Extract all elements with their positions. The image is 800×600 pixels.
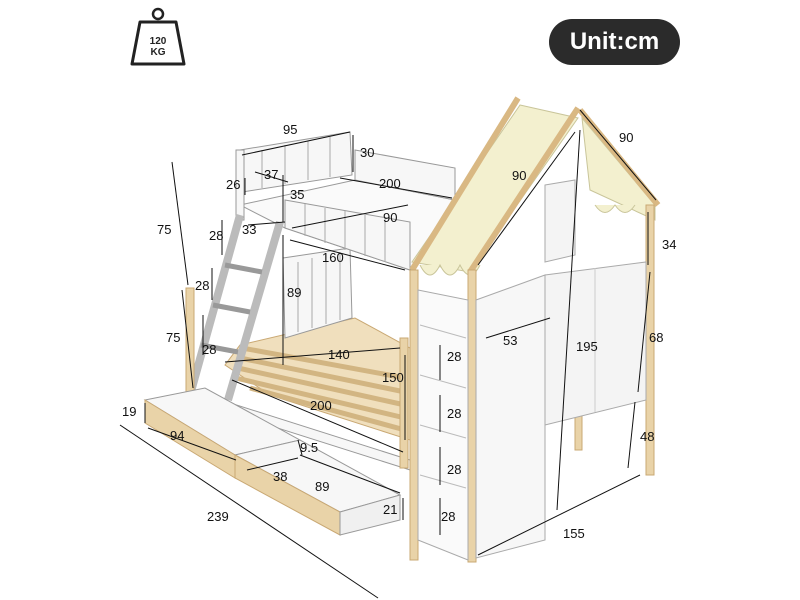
upper-headboard — [239, 131, 353, 193]
dim-cabinet-legs: 48 — [640, 429, 655, 444]
dim-ladder-step-2: 28 — [195, 278, 210, 293]
dim-house-roof-side: 90 — [619, 130, 634, 145]
dim-ladder-step-3: 28 — [202, 342, 217, 357]
dim-cabinet-height: 68 — [649, 330, 664, 345]
dim-ladder-top-step: 37 — [264, 167, 279, 182]
unit-badge: Unit:cm — [549, 19, 680, 65]
lower-slats — [235, 345, 406, 433]
weight-badge: 120 KG — [128, 6, 188, 68]
dim-shelf-1: 28 — [447, 349, 462, 364]
dim-top-width: 95 — [283, 122, 298, 137]
dim-ladder-top-offset: 26 — [226, 177, 241, 192]
dim-shelf-2: 28 — [447, 406, 462, 421]
bookshelf — [417, 289, 469, 561]
dim-roof-height: 34 — [662, 237, 677, 252]
dim-drawer-front: 21 — [383, 502, 398, 517]
dim-total-height: 195 — [576, 339, 598, 354]
dim-ladder-step-1: 28 — [209, 228, 224, 243]
dim-upper-inner-length: 160 — [322, 250, 344, 265]
dim-lower-width: 140 — [328, 347, 350, 362]
dim-ladder-spacing: 33 — [242, 222, 257, 237]
dim-drawer-depth: 89 — [315, 479, 330, 494]
roof-frame-top — [467, 106, 581, 274]
dim-drawer-gap: 9.5 — [300, 440, 319, 455]
dim-total-width: 155 — [563, 526, 585, 541]
dim-left-upper-height: 75 — [157, 222, 172, 237]
dim-left-lower-height: 75 — [166, 330, 181, 345]
front-post-right — [467, 269, 477, 563]
roof-frame-left — [409, 96, 521, 272]
dim-drawer-height: 19 — [122, 404, 137, 419]
dim-shelf-3: 28 — [447, 462, 462, 477]
house-cabinet — [409, 96, 661, 563]
dim-shelf-depth: 53 — [503, 333, 518, 348]
cabinet-side — [475, 274, 546, 559]
drawers — [143, 387, 402, 536]
dim-upper-length: 200 — [379, 176, 401, 191]
dim-drawer-length: 94 — [170, 428, 185, 443]
ladder — [185, 213, 284, 402]
dim-lower-length: 200 — [310, 398, 332, 413]
dim-lower-depth: 150 — [382, 370, 404, 385]
dim-upper-width: 90 — [383, 210, 398, 225]
dim-lower-headboard-height: 89 — [287, 285, 302, 300]
weight-value: 120 — [149, 36, 167, 47]
lower-headboard — [282, 247, 353, 339]
dim-total-length: 239 — [207, 509, 229, 524]
dimension-lines — [119, 109, 657, 599]
dim-shelf-4: 28 — [441, 509, 456, 524]
cabinet-top — [544, 179, 576, 263]
dim-house-roof-top: 90 — [512, 168, 527, 183]
dim-upper-guard-height: 35 — [290, 187, 305, 202]
upper-bed — [235, 131, 456, 271]
weight-unit: KG — [150, 47, 166, 58]
dim-top-rail-height: 30 — [360, 145, 375, 160]
headboard-slats — [297, 252, 341, 332]
dim-drawer-inner: 38 — [273, 469, 288, 484]
front-post-left — [409, 269, 419, 561]
lower-bed — [204, 247, 411, 471]
weight-icon — [130, 7, 186, 66]
lower-front-post — [399, 337, 409, 469]
